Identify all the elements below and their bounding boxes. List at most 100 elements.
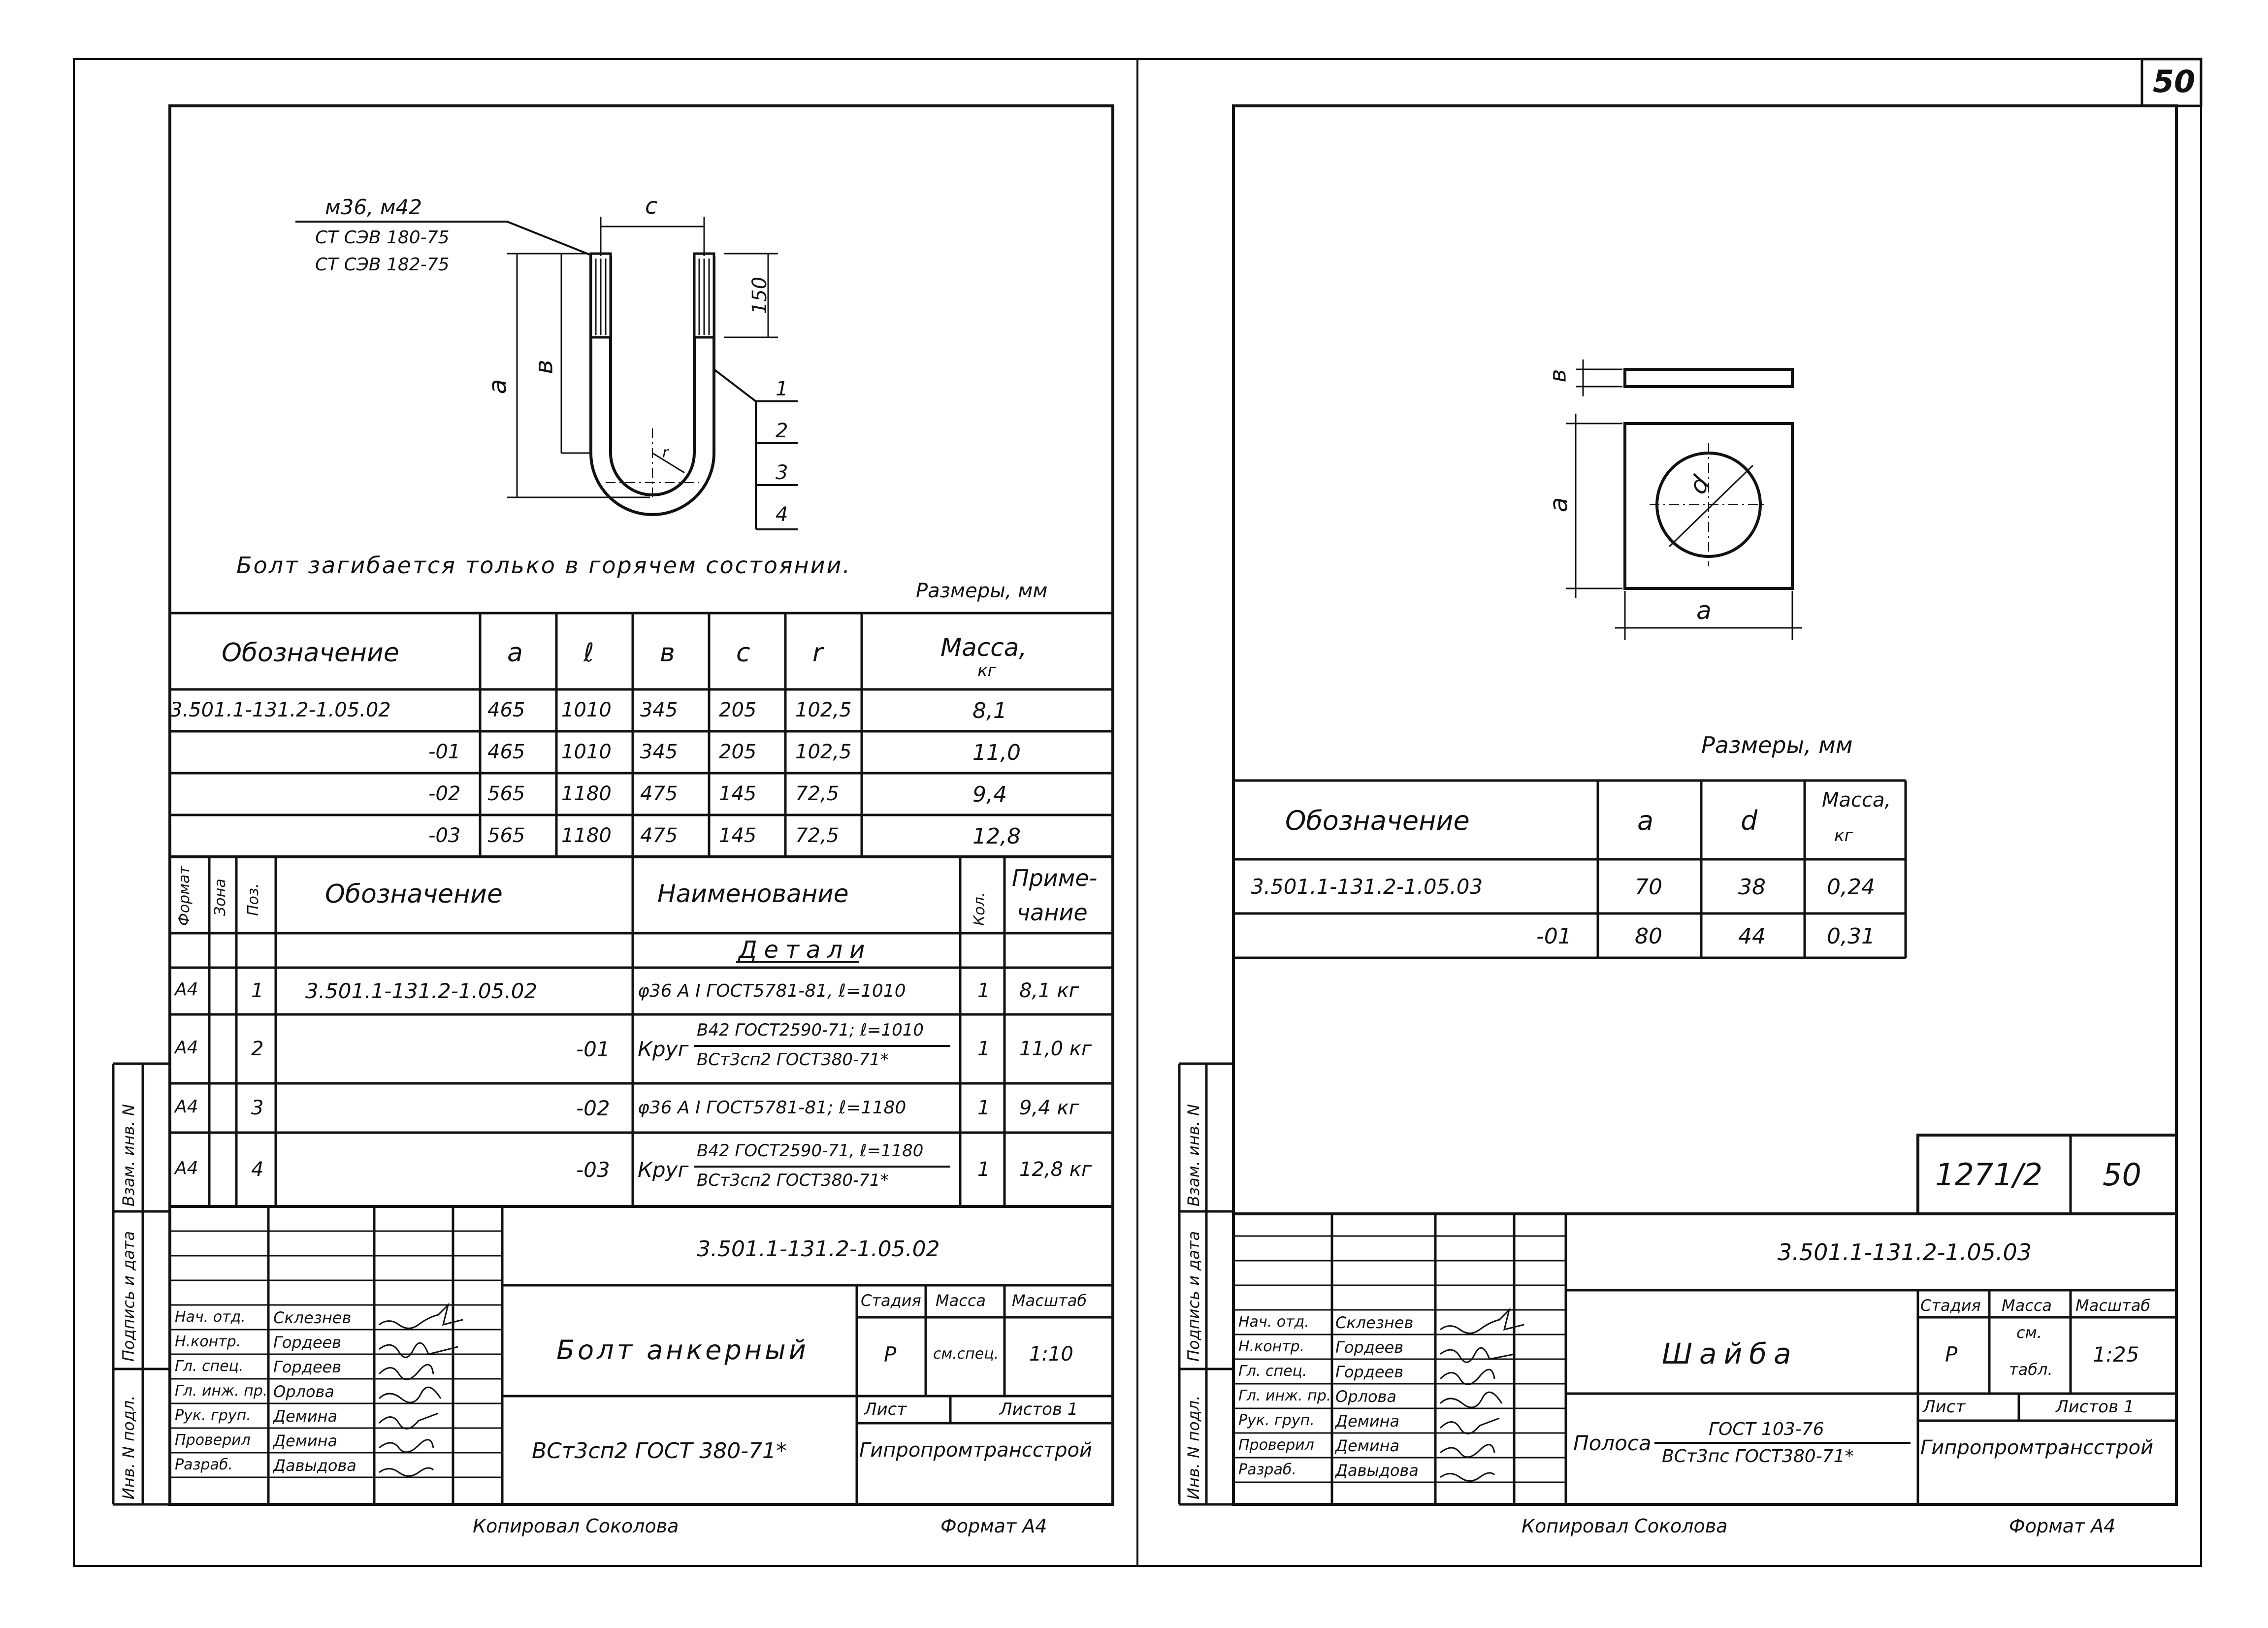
position-2: 2 bbox=[776, 420, 788, 442]
position-3: 3 bbox=[776, 461, 788, 484]
right-table-header-kg: кг bbox=[1834, 826, 1853, 846]
spec-row4-name: Круг bbox=[638, 1158, 689, 1182]
spec-row4-note: 12,8 кг bbox=[1019, 1158, 1092, 1181]
spec-row1-name: φ36 А I ГОСТ5781-81, ℓ=1010 bbox=[638, 981, 906, 1001]
washer-dim-a-vertical: a bbox=[1544, 497, 1573, 513]
right-title-name: Шайба bbox=[1662, 1337, 1798, 1370]
spec-row2-designation: -01 bbox=[576, 1037, 610, 1061]
table1-row1-r: 102,5 bbox=[795, 699, 852, 721]
spec-header-note1: Приме- bbox=[1012, 865, 1098, 891]
spec-row4-designation: -03 bbox=[576, 1158, 610, 1182]
spec-row2-fraction-line bbox=[694, 1045, 950, 1047]
right-copied-by: Копировал Соколова bbox=[1522, 1515, 1728, 1537]
table1-row1-b: 345 bbox=[640, 699, 678, 721]
left-title-code: 3.501.1-131.2-1.05.02 bbox=[697, 1237, 940, 1262]
right-table-row1-d: 38 bbox=[1738, 875, 1766, 900]
u-bolt-drawing bbox=[295, 217, 798, 530]
right-person-2: Гордеев bbox=[1335, 1338, 1404, 1357]
left-role-7: Разраб. bbox=[175, 1456, 233, 1473]
spec-header-designation: Обозначение bbox=[325, 879, 503, 909]
left-role-5: Рук. груп. bbox=[175, 1407, 251, 1424]
left-title-scale: 1:10 bbox=[1029, 1343, 1073, 1366]
table1-row4-b: 475 bbox=[640, 824, 678, 847]
left-person-7: Давыдова bbox=[273, 1456, 356, 1475]
table1-row1-c: 205 bbox=[719, 699, 757, 721]
table1-header-l: ℓ bbox=[583, 638, 594, 668]
table1-row1-designation: 3.501.1-131.2-1.05.02 bbox=[170, 699, 391, 721]
table1-row1-a: 465 bbox=[487, 699, 525, 721]
spec-row3-note: 9,4 кг bbox=[1019, 1097, 1079, 1119]
right-title-mass-2: табл. bbox=[2009, 1360, 2053, 1379]
left-title-scale-header: Масштаб bbox=[1012, 1291, 1087, 1310]
units-note: Размеры, мм bbox=[916, 580, 1048, 602]
left-role-4: Гл. инж. пр. bbox=[175, 1382, 268, 1400]
spec-section-details: Детали bbox=[739, 936, 872, 964]
spec-row2-name: Круг bbox=[638, 1037, 689, 1061]
spec-row4-qty: 1 bbox=[977, 1158, 990, 1181]
left-role-1: Нач. отд. bbox=[175, 1308, 246, 1326]
right-title-material-top: ГОСТ 103-76 bbox=[1709, 1419, 1824, 1439]
table1-row4-l: 1180 bbox=[561, 824, 612, 847]
washer-dim-a-horizontal: a bbox=[1696, 596, 1712, 625]
spec-row3-qty: 1 bbox=[977, 1097, 990, 1119]
right-title-scale-header: Масштаб bbox=[2075, 1296, 2151, 1315]
spec-row2-qty: 1 bbox=[977, 1038, 990, 1060]
right-format: Формат А4 bbox=[2009, 1515, 2116, 1537]
spec-row2-gost-top: В42 ГОСТ2590-71; ℓ=1010 bbox=[697, 1020, 924, 1040]
dim-r: r bbox=[662, 444, 669, 461]
left-person-6: Демина bbox=[273, 1432, 338, 1450]
table1-row3-mass: 9,4 bbox=[972, 782, 1007, 807]
right-title-code: 3.501.1-131.2-1.05.03 bbox=[1778, 1239, 2032, 1266]
sheet-number: 50 bbox=[2103, 1157, 2141, 1193]
table1-row2-a: 465 bbox=[487, 741, 525, 763]
left-person-3: Гордеев bbox=[273, 1358, 342, 1376]
right-title-scale: 1:25 bbox=[2093, 1342, 2139, 1367]
table1-header-a: a bbox=[507, 638, 523, 668]
right-table-header-mass: Масса, bbox=[1822, 789, 1891, 812]
right-units-note: Размеры, мм bbox=[1701, 732, 1853, 758]
left-title-name: Болт анкерный bbox=[556, 1335, 809, 1366]
spec-row2-gost-bottom: ВСт3сп2 ГОСТ380-71* bbox=[697, 1050, 889, 1070]
spec-row4-pos: 4 bbox=[251, 1158, 264, 1181]
thread-standard-2: СТ СЭВ 182-75 bbox=[315, 255, 450, 275]
table1-header-c: c bbox=[736, 638, 750, 668]
position-1: 1 bbox=[776, 378, 788, 400]
left-person-2: Гордеев bbox=[273, 1333, 342, 1352]
right-table-header-a: a bbox=[1637, 805, 1654, 836]
table1-row3-l: 1180 bbox=[561, 782, 612, 805]
dim-c: c bbox=[645, 193, 658, 219]
spec-row1-note: 8,1 кг bbox=[1019, 979, 1079, 1002]
left-title-sheet: Лист bbox=[864, 1400, 907, 1419]
right-person-5: Демина bbox=[1335, 1412, 1400, 1431]
spec-header-note2: чание bbox=[1017, 899, 1088, 926]
right-table-row2-designation: -01 bbox=[1536, 924, 1572, 949]
left-person-5: Демина bbox=[273, 1407, 338, 1426]
left-role-3: Гл. спец. bbox=[175, 1358, 244, 1375]
bending-note: Болт загибается только в горячем состоян… bbox=[236, 552, 852, 579]
washer-dim-b: в bbox=[1544, 369, 1571, 383]
right-side-label-signature: Подпись и дата bbox=[1184, 1231, 1203, 1362]
left-title-mass: см.спец. bbox=[933, 1345, 999, 1363]
right-title-stage-header: Стадия bbox=[1920, 1296, 1981, 1315]
table1-header-b: в bbox=[660, 638, 675, 668]
table1-row2-mass: 11,0 bbox=[972, 740, 1021, 765]
right-role-5: Рук. груп. bbox=[1238, 1412, 1315, 1429]
spec-row3-format: А4 bbox=[175, 1097, 198, 1117]
washer-drawing bbox=[1566, 359, 1802, 640]
table1-row2-designation: -01 bbox=[428, 741, 461, 763]
spec-row3-pos: 3 bbox=[251, 1097, 264, 1119]
table1-row2-l: 1010 bbox=[561, 741, 612, 763]
right-side-label-replace: Взам. инв. N bbox=[1184, 1104, 1203, 1206]
left-person-4: Орлова bbox=[273, 1382, 334, 1401]
right-table-row1-mass: 0,24 bbox=[1827, 875, 1875, 900]
table1-row1-l: 1010 bbox=[561, 699, 612, 721]
spec-header-name: Наименование bbox=[657, 879, 849, 908]
right-role-6: Проверил bbox=[1238, 1436, 1314, 1454]
spec-row4-gost-bottom: ВСт3сп2 ГОСТ380-71* bbox=[697, 1171, 889, 1190]
spec-row4-format: А4 bbox=[175, 1158, 198, 1178]
thread-size-label: м36, м42 bbox=[325, 195, 422, 219]
right-side-label-inventory: Инв. N подл. bbox=[1184, 1395, 1203, 1499]
spec-row1-qty: 1 bbox=[977, 979, 990, 1002]
spec-row1-format: А4 bbox=[175, 979, 198, 1000]
